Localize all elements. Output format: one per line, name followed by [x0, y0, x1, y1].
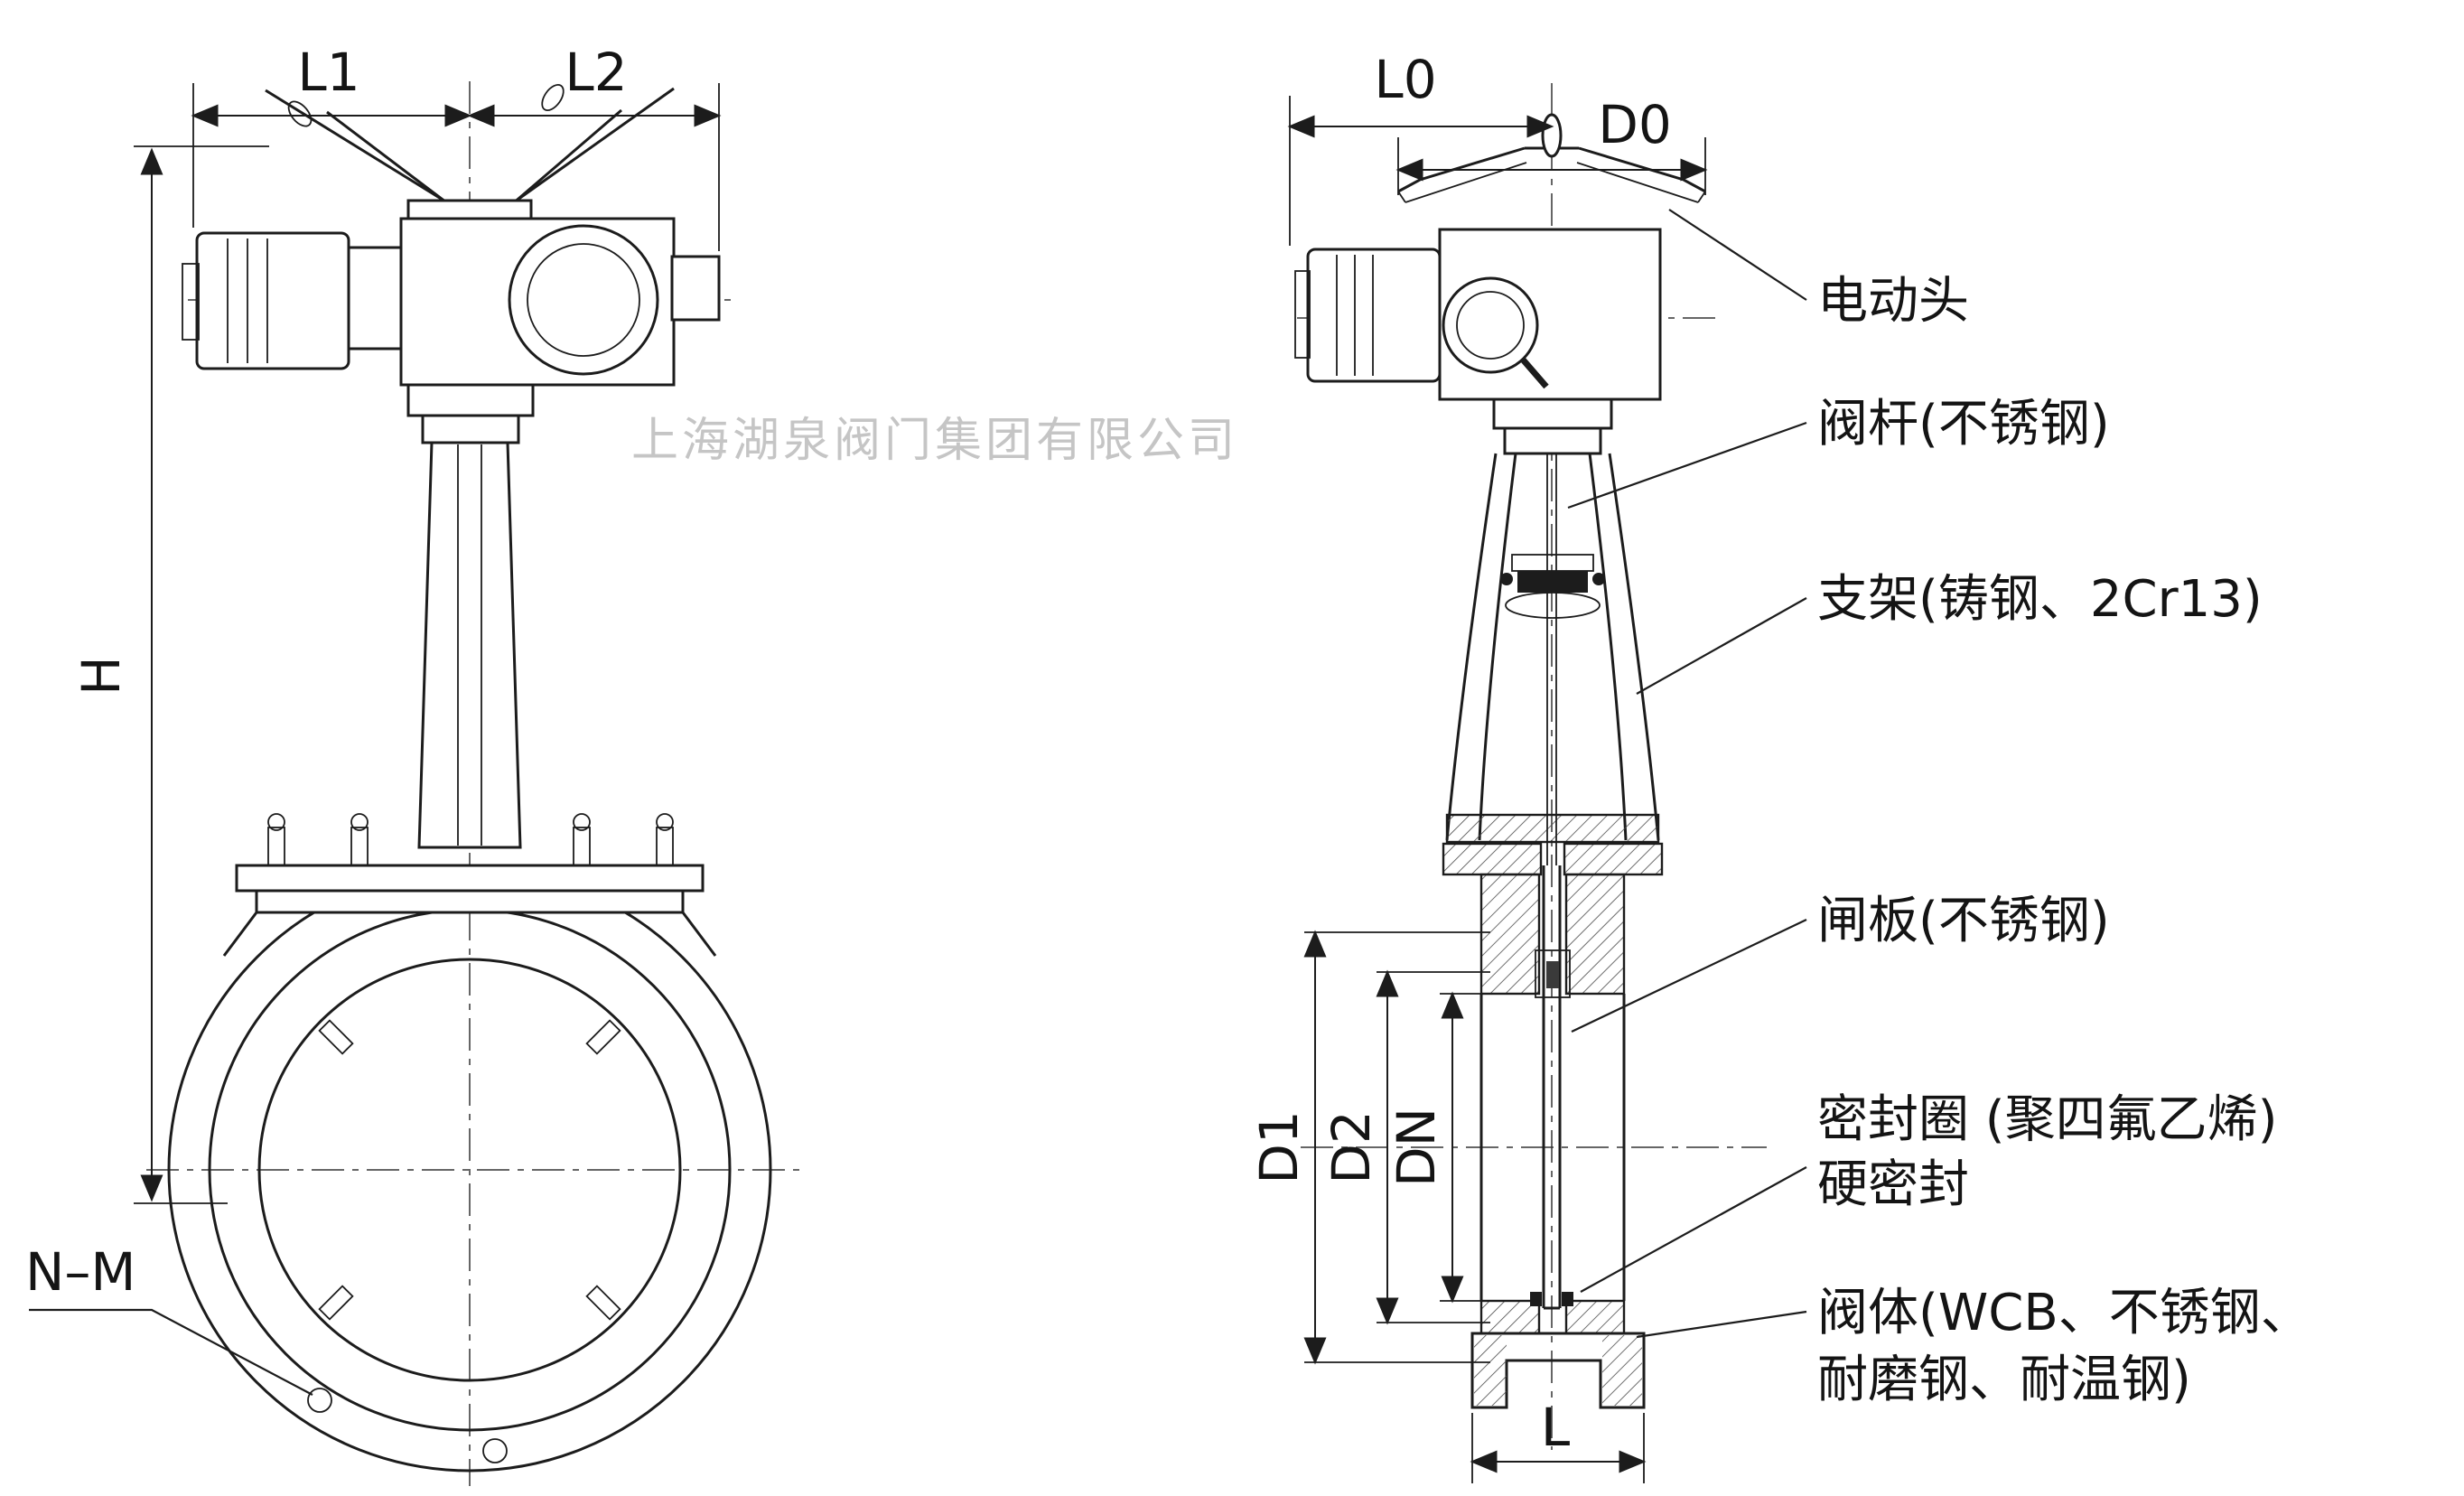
motor-coupling — [347, 246, 405, 351]
dimension-l1: L1 — [191, 42, 472, 228]
callout-actuator: 电动头 — [1668, 209, 1969, 331]
dim-label-l0: L0 — [1374, 49, 1436, 110]
body-upper-block-left — [1479, 873, 1541, 996]
dimension-nm: N–M — [25, 1241, 313, 1396]
motor-side — [1294, 248, 1442, 383]
label-seal-line1: 密封圈 (聚四氟乙烯) — [1817, 1090, 2278, 1149]
body-bottom-flange — [1470, 1332, 1646, 1409]
bore-tab — [585, 1019, 621, 1055]
yoke-column — [417, 441, 522, 849]
label-body-line2: 耐磨钢、耐温钢) — [1817, 1351, 2191, 1409]
dim-label-nm: N–M — [25, 1241, 135, 1303]
override-handwheel-side — [1442, 276, 1539, 374]
flange-bolt-hole — [482, 1438, 508, 1463]
actuator-base-step1 — [406, 383, 535, 417]
callout-bracket: 支架(铸钢、2Cr13) — [1636, 570, 2263, 695]
bore-tab — [585, 1285, 621, 1321]
gate-stem-connector — [1535, 949, 1571, 998]
handwheel-hub — [406, 199, 533, 220]
motor-cap-side — [1294, 270, 1311, 359]
dimension-dn: DN — [1386, 991, 1485, 1304]
body-top-flange-left — [1442, 842, 1543, 876]
label-bracket: 支架(铸钢、2Cr13) — [1817, 570, 2263, 629]
callout-body: 阀体(WCB、不锈钢、 耐磨钢、耐温钢) — [1636, 1284, 2311, 1409]
front-flange — [222, 864, 717, 957]
actuator-main-body-side — [1438, 228, 1662, 401]
actuator-base-step2 — [421, 414, 520, 444]
body-bore-circle — [257, 958, 682, 1382]
seal-ring-left — [1530, 1292, 1542, 1306]
body-seal-block-left — [1479, 1299, 1541, 1335]
side-body — [1442, 842, 1664, 1409]
dim-label-dn: DN — [1386, 1108, 1447, 1187]
dim-label-d1: D1 — [1248, 1110, 1310, 1184]
terminal-box — [670, 255, 721, 322]
dimension-h: H — [70, 145, 269, 1204]
flange-lower-plate — [255, 889, 685, 914]
dimension-d0: D0 — [1395, 94, 1708, 195]
bore-tab — [318, 1019, 354, 1055]
side-gate — [1535, 865, 1571, 1310]
callout-seal: 密封圈 (聚四氟乙烯) 硬密封 — [1580, 1090, 2278, 1293]
dim-label-l1: L1 — [297, 42, 359, 103]
front-actuator — [182, 84, 721, 444]
motor-cap — [182, 263, 200, 341]
dimension-l: L — [1470, 1397, 1647, 1483]
dimension-l2: L2 — [467, 42, 722, 251]
callout-stem: 阀杆(不锈钢) — [1567, 395, 2110, 510]
handwheel-knob — [541, 84, 565, 111]
handwheel-center-knob — [1541, 113, 1563, 158]
motor-housing-side — [1306, 248, 1442, 383]
seal-ring-right — [1562, 1292, 1573, 1306]
override-handwheel — [508, 224, 659, 376]
actuator-housing-front — [347, 217, 721, 444]
body-top-flange-right — [1563, 842, 1664, 876]
label-gate: 闸板(不锈钢) — [1817, 892, 2110, 950]
motor-front — [182, 231, 350, 370]
side-view: L0 D0 D1 D2 DN — [1248, 49, 1767, 1483]
flange-top-plate — [235, 864, 705, 893]
actuator-base-step2-side — [1503, 426, 1602, 455]
side-stem — [1546, 428, 1557, 865]
front-yoke — [417, 441, 522, 849]
bonnet-band — [1445, 813, 1660, 844]
watermark-text: 上海湖泉阀门集团有限公司 — [631, 414, 1238, 468]
dimension-d1: D1 — [1248, 930, 1490, 1365]
side-yoke — [1445, 453, 1660, 844]
dim-label-d0: D0 — [1598, 94, 1672, 155]
front-view: L1 L2 H N–M — [25, 42, 799, 1486]
dim-label-l: L — [1541, 1397, 1570, 1458]
part-callouts: 电动头 阀杆(不锈钢) 支架(铸钢、2Cr13) 闸板(不锈钢) 密封圈 (聚四… — [1567, 209, 2311, 1409]
side-actuator — [1294, 113, 1706, 455]
actuator-base-step1-side — [1492, 397, 1613, 430]
body-upper-block-right — [1564, 873, 1626, 996]
bore-tab — [318, 1285, 354, 1321]
dim-label-h: H — [70, 656, 132, 696]
callout-gate: 闸板(不锈钢) — [1571, 892, 2110, 1033]
crank-lever — [1520, 357, 1549, 389]
motor-housing — [195, 231, 350, 370]
dimension-d2: D2 — [1321, 969, 1490, 1325]
body-seal-block-right — [1564, 1299, 1626, 1335]
label-seal-line2: 硬密封 — [1817, 1155, 1969, 1214]
label-actuator: 电动头 — [1817, 272, 1969, 331]
flange-bolt-hole — [307, 1388, 332, 1413]
side-packing-gland — [1500, 554, 1605, 619]
dim-label-d2: D2 — [1321, 1110, 1382, 1184]
label-stem: 阀杆(不锈钢) — [1817, 395, 2110, 453]
dimension-l0: L0 — [1287, 49, 1554, 246]
dim-label-l2: L2 — [565, 42, 627, 103]
label-body-line1: 阀体(WCB、不锈钢、 — [1817, 1284, 2311, 1342]
